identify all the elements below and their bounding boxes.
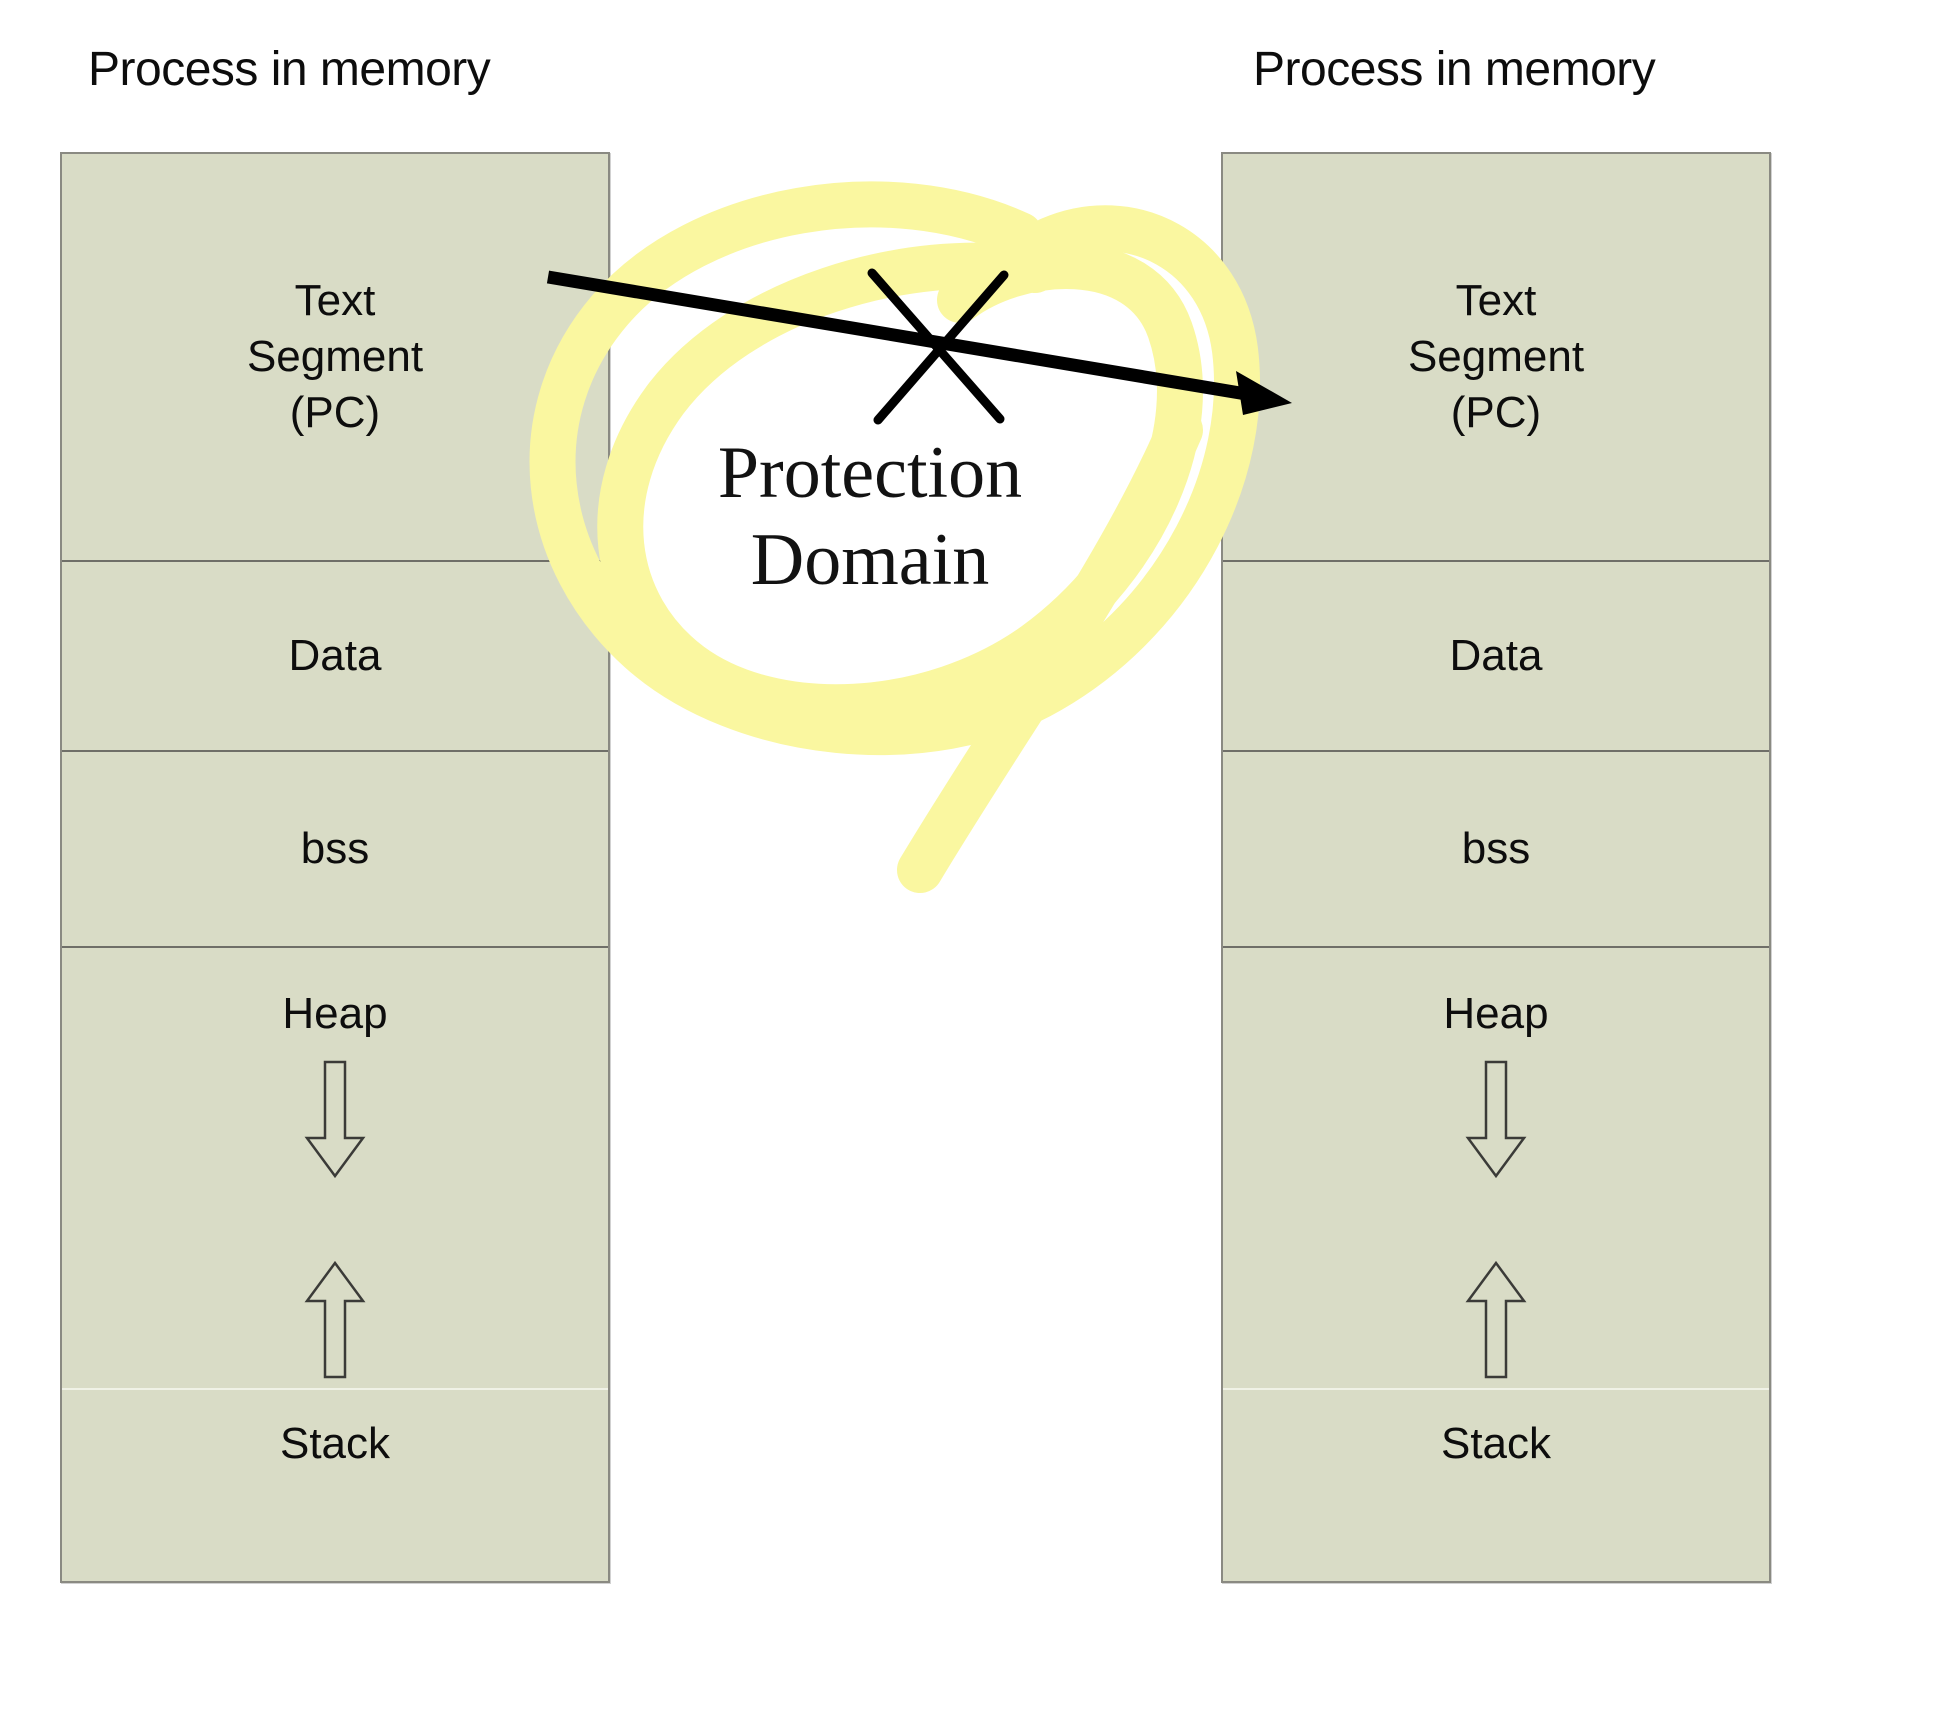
bss-segment-label: bss — [1461, 824, 1531, 874]
heap-stack-divider-left — [62, 1388, 608, 1390]
stack-segment-left: Stack — [62, 1419, 608, 1469]
process-memory-box-right: Text Segment (PC) Data bss Heap Stack — [1221, 152, 1771, 1583]
text-segment-label-line1: Text — [1455, 276, 1537, 326]
text-segment-label-line2: Segment — [1407, 332, 1585, 382]
heap-stack-divider-right — [1223, 1388, 1769, 1390]
text-segment-label-line3: (PC) — [289, 387, 381, 437]
x-crossout-mark — [867, 268, 1009, 425]
text-segment-label-line2: Segment — [246, 332, 424, 382]
text-segment-label-line3: (PC) — [1450, 387, 1542, 437]
text-segment-label-line1: Text — [294, 276, 376, 326]
cross-process-arrow — [546, 270, 1292, 415]
stack-grow-up-arrow-icon — [1465, 1260, 1527, 1379]
heap-grow-down-arrow-icon — [1465, 1060, 1527, 1178]
data-segment-right: Data — [1223, 562, 1769, 752]
bss-segment-left: bss — [62, 752, 608, 948]
process-memory-box-left: Text Segment (PC) Data bss Heap Stack — [60, 152, 610, 1583]
heap-grow-down-arrow-icon — [304, 1060, 366, 1178]
stack-grow-up-arrow-wrap-right — [1223, 1259, 1769, 1379]
sidebar-item-text-segment-left: Text Segment (PC) — [62, 154, 608, 562]
stack-grow-up-arrow-icon — [304, 1260, 366, 1379]
bss-segment-right: bss — [1223, 752, 1769, 948]
heap-segment-left: Heap — [62, 948, 608, 1388]
page-title-right: Process in memory — [1253, 43, 1656, 96]
bss-segment-label: bss — [300, 824, 370, 874]
stack-segment-right: Stack — [1223, 1419, 1769, 1469]
heap-segment-label: Heap — [282, 989, 388, 1038]
data-segment-left: Data — [62, 562, 608, 752]
sidebar-item-text-segment-right: Text Segment (PC) — [1223, 154, 1769, 562]
data-segment-label: Data — [288, 631, 382, 681]
protection-domain-line1: Protection — [717, 432, 1023, 514]
protection-domain-line2: Domain — [750, 519, 990, 602]
stack-segment-label: Stack — [279, 1419, 391, 1468]
stack-segment-label: Stack — [1440, 1419, 1552, 1468]
heap-segment-label: Heap — [1443, 989, 1549, 1038]
page-title-left: Process in memory — [88, 43, 491, 96]
heap-segment-right: Heap — [1223, 948, 1769, 1388]
stack-grow-up-arrow-wrap-left — [62, 1259, 608, 1379]
data-segment-label: Data — [1449, 631, 1543, 681]
protection-domain-annotation: Protection Domain — [640, 430, 1100, 605]
